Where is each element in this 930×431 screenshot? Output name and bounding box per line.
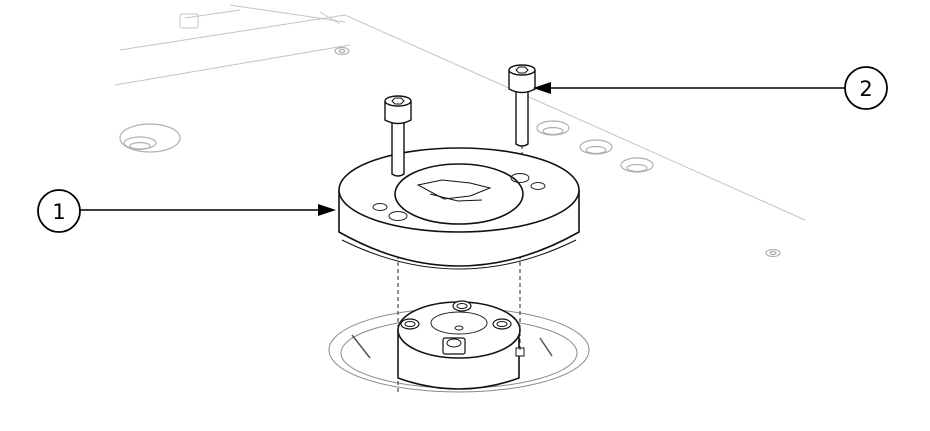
plate-screw-small bbox=[765, 248, 781, 258]
plate-hole bbox=[536, 120, 570, 136]
hub-screw bbox=[452, 300, 472, 312]
cap-screw-right bbox=[508, 64, 536, 147]
cap-screw-left bbox=[384, 95, 412, 177]
plate-hole bbox=[119, 123, 181, 153]
callout-1-number: 1 bbox=[52, 200, 65, 224]
plate-hole bbox=[579, 139, 613, 155]
callout-2: 2 bbox=[533, 66, 888, 110]
plate-hole bbox=[620, 157, 654, 173]
plate-screw-small bbox=[334, 46, 350, 56]
callout-2-number: 2 bbox=[859, 77, 872, 101]
mount-hub bbox=[397, 300, 525, 390]
hub-screw bbox=[442, 337, 466, 355]
ring-adapter bbox=[338, 147, 580, 270]
hub-screw bbox=[492, 318, 512, 330]
hub-screw bbox=[400, 318, 420, 330]
callout-1: 1 bbox=[37, 189, 336, 233]
